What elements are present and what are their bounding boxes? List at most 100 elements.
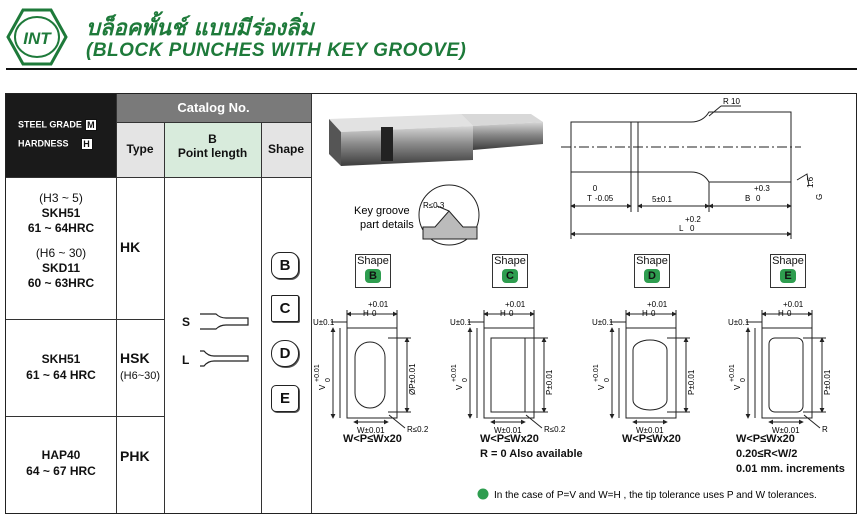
svg-text:U±0.1: U±0.1 xyxy=(592,318,614,327)
svg-text:0: 0 xyxy=(651,309,656,318)
svg-text:0: 0 xyxy=(690,224,695,233)
type-hsk-note: (H6~30) xyxy=(120,370,161,382)
key-groove-label-2: part details xyxy=(360,219,414,231)
point-length-s[interactable]: S xyxy=(182,315,191,329)
shape-d-button[interactable]: D xyxy=(271,340,299,367)
int-logo: INT xyxy=(6,8,68,66)
svg-text:U±0.1: U±0.1 xyxy=(313,318,335,327)
svg-text:R≤0.2: R≤0.2 xyxy=(407,425,429,434)
short-punch-icon xyxy=(200,313,249,330)
note-line: R = 0 Also available xyxy=(480,448,583,460)
svg-text:0: 0 xyxy=(604,378,611,382)
svg-text:H: H xyxy=(500,309,506,318)
page-title-english: (BLOCK PUNCHES WITH KEY GROOVE) xyxy=(86,40,467,61)
type-hk: HK xyxy=(120,239,141,255)
svg-text:+0.01: +0.01 xyxy=(647,300,668,309)
r03-label: R≤0.3 xyxy=(423,201,445,210)
catalog-no-header: Catalog No. xyxy=(116,94,311,122)
svg-text:ØP±0.01: ØP±0.01 xyxy=(408,363,417,395)
b-label-drawing: B xyxy=(745,194,750,203)
svg-text:V: V xyxy=(455,384,464,390)
l-label-drawing: L xyxy=(679,224,684,233)
grade-row-hk: (H3 ~ 5) SKH51 61 ~ 64HRC (H6 ~ 30) SKD1… xyxy=(27,191,95,290)
shape-b-button[interactable]: B xyxy=(271,252,299,279)
svg-text:+0.01: +0.01 xyxy=(783,300,804,309)
svg-text:W±0.01: W±0.01 xyxy=(494,426,522,435)
hardness-badge: H xyxy=(80,138,93,150)
svg-text:U±0.1: U±0.1 xyxy=(728,318,750,327)
shape-c-button[interactable]: C xyxy=(271,295,299,322)
note-line: W<P≤Wx20 xyxy=(343,433,402,445)
l-tol-top: +0.2 xyxy=(685,215,701,224)
t-top-tol: 0 xyxy=(593,184,598,193)
logo-text: INT xyxy=(23,29,52,48)
svg-text:P±0.01: P±0.01 xyxy=(687,369,696,395)
b-label: B xyxy=(208,132,217,146)
type-phk: PHK xyxy=(120,448,150,464)
shape-header: Shape xyxy=(261,122,311,177)
page-title-thai: บล็อคพั้นช์ แบบมีร่องลิ่ม xyxy=(86,16,314,41)
type-hsk: HSK xyxy=(120,350,150,366)
svg-text:+0.01: +0.01 xyxy=(451,364,458,382)
steel-grade-badge: M xyxy=(84,119,97,131)
key-groove-detail xyxy=(418,184,480,246)
svg-text:+0.01: +0.01 xyxy=(368,300,389,309)
grade-row-phk: HAP40 64 ~ 67 HRC xyxy=(26,448,96,478)
long-punch-icon xyxy=(200,350,249,367)
punch-photo xyxy=(329,114,543,166)
svg-text:0: 0 xyxy=(462,378,469,382)
grade-row-hsk: SKH51 61 ~ 64 HRC xyxy=(26,352,96,382)
point-length-header: B Point length xyxy=(164,122,261,177)
steel-grade-label: STEEL GRADE xyxy=(18,119,82,130)
footnote-text: In the case of P=V and W=H , the tip tol… xyxy=(494,490,817,501)
svg-text:P±0.01: P±0.01 xyxy=(545,369,554,395)
shape-d-notes: W<P≤Wx20 xyxy=(622,432,681,447)
svg-text:R≤0.2: R≤0.2 xyxy=(544,425,566,434)
shape-e-button[interactable]: E xyxy=(271,385,299,412)
technical-drawing: R 10 0 T -0.05 5±0.1 +0.3 B 0 +0.2 L 0 1… xyxy=(329,97,824,501)
svg-text:V: V xyxy=(597,384,606,390)
svg-text:P±0.01: P±0.01 xyxy=(823,369,832,395)
svg-text:+0.01: +0.01 xyxy=(505,300,526,309)
svg-text:0: 0 xyxy=(740,378,747,382)
point-length-label: Point length xyxy=(177,146,248,160)
r10-label: R 10 xyxy=(723,97,740,106)
g-label: G xyxy=(815,194,824,200)
dim-5-label: 5±0.1 xyxy=(652,195,673,204)
g-value: 1.6 xyxy=(806,176,815,188)
svg-text:+0.01: +0.01 xyxy=(593,364,600,382)
svg-text:0: 0 xyxy=(325,378,332,382)
svg-text:W±0.01: W±0.01 xyxy=(636,426,664,435)
note-line: W<P≤Wx20 xyxy=(622,433,681,445)
svg-text:0: 0 xyxy=(372,309,377,318)
svg-text:W±0.01: W±0.01 xyxy=(357,426,385,435)
svg-text:R: R xyxy=(822,425,828,434)
svg-text:V: V xyxy=(318,384,327,390)
note-line: W<P≤Wx20 xyxy=(736,433,795,445)
svg-text:0: 0 xyxy=(756,194,761,203)
footnote-dot xyxy=(477,488,489,500)
svg-text:+0.01: +0.01 xyxy=(729,364,736,382)
t-label: T xyxy=(587,194,592,203)
point-length-l[interactable]: L xyxy=(182,353,190,367)
type-header: Type xyxy=(116,122,164,177)
note-line: 0.20≤R<W/2 xyxy=(736,448,798,460)
svg-text:W±0.01: W±0.01 xyxy=(772,426,800,435)
svg-text:H: H xyxy=(363,309,369,318)
svg-text:H: H xyxy=(778,309,784,318)
